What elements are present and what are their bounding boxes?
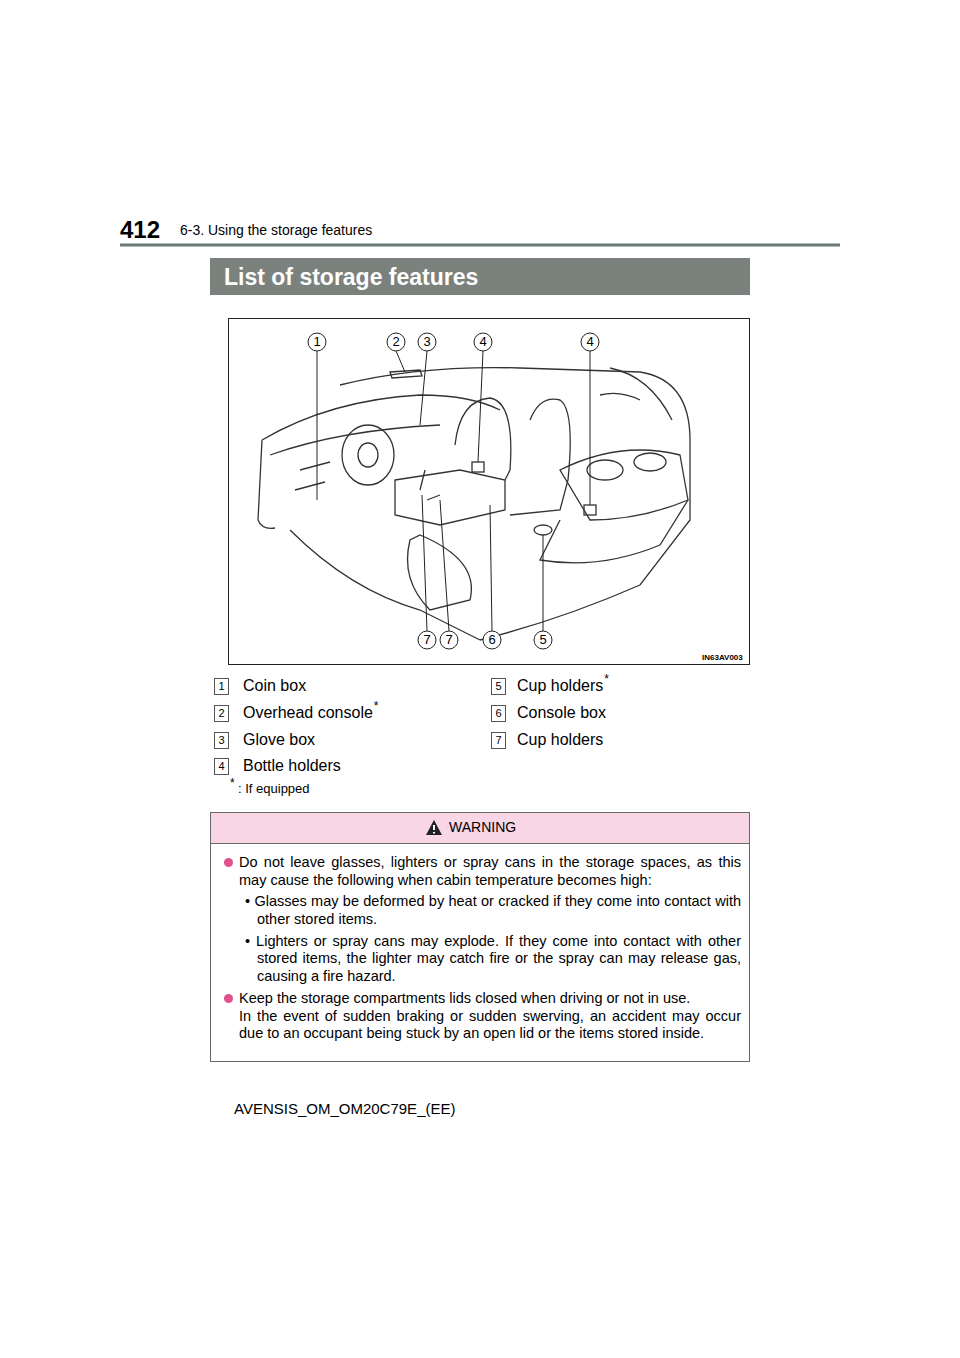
item-number: 2 — [214, 705, 229, 722]
footnote-mark: * — [604, 672, 609, 686]
footnote-mark: * — [230, 776, 235, 790]
callout-number: 4 — [474, 333, 492, 351]
warning-body: Do not leave glasses, lighters or spray … — [211, 844, 749, 1061]
callout-number: 4 — [581, 333, 599, 351]
document-code: AVENSIS_OM_OM20C79E_(EE) — [234, 1100, 455, 1117]
callout-number: 7 — [418, 631, 436, 649]
item-name: Bottle holders — [243, 757, 341, 775]
section-header: 6-3. Using the storage features — [180, 222, 372, 238]
item-name: Overhead console — [243, 704, 373, 722]
item-number: 7 — [491, 732, 506, 749]
warning-box: WARNING Do not leave glasses, lighters or… — [210, 812, 750, 1062]
warning-icon — [425, 819, 443, 836]
warning-subitem: • Lighters or spray cans may explode. If… — [245, 933, 741, 986]
section-title: List of storage features — [224, 264, 478, 291]
warning-text: In the event of sudden braking or sudden… — [239, 1008, 741, 1043]
page-number: 412 — [120, 216, 160, 244]
figure-id: IN63AV003 — [702, 653, 743, 662]
title-band: List of storage features — [210, 258, 750, 295]
warning-header: WARNING — [211, 813, 749, 844]
item-number: 3 — [214, 732, 229, 749]
item-number: 4 — [214, 758, 229, 775]
footnote-mark: * — [374, 699, 379, 713]
item-name: Glove box — [243, 731, 315, 749]
item-name: Cup holders — [517, 731, 603, 749]
item-name: Cup holders — [517, 677, 603, 695]
warning-heading: WARNING — [449, 819, 516, 835]
item-name: Console box — [517, 704, 606, 722]
item-number: 6 — [491, 705, 506, 722]
item-number: 5 — [491, 678, 506, 695]
callout-number: 2 — [387, 333, 405, 351]
callout-number: 5 — [534, 631, 552, 649]
item-number: 1 — [214, 678, 229, 695]
bullet-dot — [224, 858, 233, 867]
callout-number: 1 — [308, 333, 326, 351]
item-name: Coin box — [243, 677, 306, 695]
callout-number: 6 — [483, 631, 501, 649]
callout-number: 3 — [418, 333, 436, 351]
callout-number: 7 — [440, 631, 458, 649]
footnote-text: : If equipped — [238, 781, 310, 796]
warning-text: Keep the storage compartments lids close… — [239, 990, 741, 1008]
warning-subitem: • Glasses may be deformed by heat or cra… — [245, 893, 741, 928]
bullet-dot — [224, 994, 233, 1003]
warning-text: Do not leave glasses, lighters or spray … — [239, 854, 741, 889]
